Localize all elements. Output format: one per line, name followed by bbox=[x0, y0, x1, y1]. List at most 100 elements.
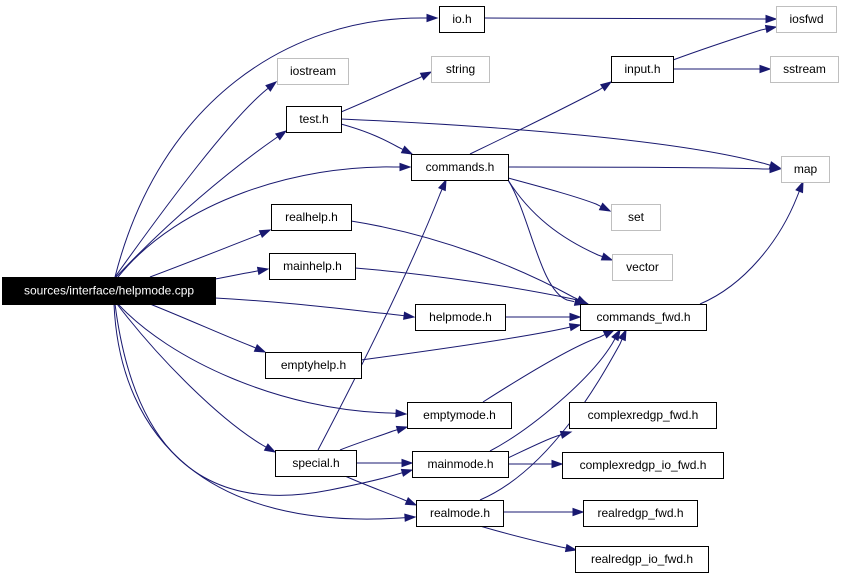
edge-line bbox=[507, 177, 602, 208]
node-box bbox=[562, 452, 724, 479]
node-box bbox=[612, 254, 673, 281]
node-test-h[interactable]: test.h bbox=[286, 106, 342, 133]
node-box bbox=[776, 6, 837, 33]
node-commands-fwd-h[interactable]: commands_fwd.h bbox=[580, 304, 707, 331]
node-set: set bbox=[611, 204, 661, 231]
edge-helpmode-cpp-to-commands-h bbox=[117, 162, 412, 278]
edge-helpmode-cpp-to-special-h bbox=[116, 303, 277, 453]
edge-line bbox=[350, 220, 579, 301]
edge-line bbox=[149, 303, 257, 349]
node-iostream: iostream bbox=[277, 58, 349, 85]
arrowhead-icon bbox=[611, 328, 621, 342]
edge-commands-h-to-input-h bbox=[469, 81, 613, 155]
edge-commands-fwd-h-to-map bbox=[699, 180, 804, 305]
node-realmode-h[interactable]: realmode.h bbox=[416, 500, 504, 527]
edge-helpmode-cpp-to-mainhelp-h bbox=[214, 266, 270, 280]
edge-commands-h-to-set bbox=[507, 177, 612, 212]
edge-helpmode-cpp-to-io-h bbox=[114, 13, 439, 278]
node-label: special.h bbox=[292, 456, 339, 470]
edge-line bbox=[672, 28, 768, 61]
edge-helpmode-cpp-to-emptymode-h bbox=[117, 303, 408, 418]
arrowhead-icon bbox=[576, 296, 590, 305]
node-commands-h[interactable]: commands.h bbox=[411, 154, 509, 181]
node-box bbox=[569, 402, 717, 429]
node-box bbox=[611, 204, 661, 231]
arrowhead-icon bbox=[404, 496, 418, 506]
node-box bbox=[407, 402, 512, 429]
node-box bbox=[583, 500, 698, 527]
node-special-h[interactable]: special.h bbox=[275, 450, 357, 477]
edge-line bbox=[482, 333, 606, 403]
node-box bbox=[269, 253, 356, 280]
edge-test-h-to-map bbox=[340, 118, 782, 170]
node-box bbox=[271, 204, 352, 231]
edge-emptyhelp-h-to-commands-fwd-h bbox=[360, 323, 582, 361]
node-box bbox=[770, 56, 839, 83]
node-label: mainhelp.h bbox=[283, 259, 342, 273]
node-complexredgp-fwd-h[interactable]: complexredgp_fwd.h bbox=[569, 402, 717, 429]
arrowhead-icon bbox=[598, 202, 612, 212]
arrowhead-icon bbox=[437, 178, 447, 192]
node-realredgp-fwd-h[interactable]: realredgp_fwd.h bbox=[583, 500, 698, 527]
edge-line bbox=[114, 17, 428, 278]
arrowhead-icon bbox=[769, 164, 782, 174]
node-label: complexredgp_fwd.h bbox=[588, 408, 699, 422]
arrowhead-icon bbox=[419, 71, 433, 81]
node-realhelp-h[interactable]: realhelp.h bbox=[271, 204, 352, 231]
node-box bbox=[412, 451, 509, 478]
node-label: realhelp.h bbox=[285, 210, 338, 224]
edge-special-h-to-commands-h bbox=[317, 178, 447, 451]
edge-line bbox=[317, 188, 443, 451]
edge-test-h-to-string bbox=[340, 71, 433, 113]
node-label: string bbox=[446, 62, 475, 76]
arrowhead-icon bbox=[599, 81, 613, 92]
node-helpmode-cpp[interactable]: sources/interface/helpmode.cpp bbox=[2, 277, 216, 305]
node-box bbox=[265, 352, 362, 379]
edge-line bbox=[483, 17, 767, 20]
edge-input-h-to-iosfwd bbox=[672, 24, 778, 61]
arrowhead-icon bbox=[600, 252, 614, 261]
edge-input-h-to-sstream bbox=[673, 64, 772, 74]
node-label: vector bbox=[626, 260, 659, 274]
arrowhead-icon bbox=[263, 443, 277, 453]
arrowhead-icon bbox=[258, 229, 272, 239]
node-label: emptyhelp.h bbox=[281, 358, 346, 372]
edges-layer bbox=[113, 13, 804, 553]
edge-line bbox=[340, 123, 404, 151]
node-label: test.h bbox=[299, 112, 328, 126]
arrowhead-icon bbox=[265, 81, 278, 92]
node-complexredgp-io-fwd-h[interactable]: complexredgp_io_fwd.h bbox=[562, 452, 724, 479]
node-input-h[interactable]: input.h bbox=[611, 56, 674, 83]
edge-special-h-to-emptymode-h bbox=[339, 425, 409, 451]
node-label: emptymode.h bbox=[423, 408, 496, 422]
node-label: realmode.h bbox=[430, 506, 490, 520]
node-label: realredgp_io_fwd.h bbox=[591, 552, 693, 566]
node-emptymode-h[interactable]: emptymode.h bbox=[407, 402, 512, 429]
edge-helpmode-cpp-to-realmode-h bbox=[113, 303, 417, 522]
arrowhead-icon bbox=[569, 312, 582, 322]
edge-helpmode-cpp-to-iostream bbox=[114, 81, 278, 278]
edge-line bbox=[113, 303, 407, 520]
node-io-h[interactable]: io.h bbox=[439, 6, 485, 33]
edge-helpmode-cpp-to-realhelp-h bbox=[149, 229, 272, 278]
node-box bbox=[611, 56, 674, 83]
edge-line bbox=[114, 303, 404, 496]
node-helpmode-h[interactable]: helpmode.h bbox=[415, 304, 506, 331]
edge-helpmode-cpp-to-emptyhelp-h bbox=[149, 303, 267, 353]
arrowhead-icon bbox=[401, 458, 414, 468]
node-mainmode-h[interactable]: mainmode.h bbox=[412, 451, 509, 478]
node-label: iosfwd bbox=[789, 12, 823, 26]
node-box bbox=[411, 154, 509, 181]
edge-line bbox=[340, 75, 425, 113]
node-box bbox=[575, 546, 709, 573]
node-box bbox=[580, 304, 707, 331]
node-box bbox=[275, 450, 357, 477]
node-label: helpmode.h bbox=[429, 310, 492, 324]
node-emptyhelp-h[interactable]: emptyhelp.h bbox=[265, 352, 362, 379]
edge-commands-h-to-vector bbox=[507, 179, 614, 261]
node-mainhelp-h[interactable]: mainhelp.h bbox=[269, 253, 356, 280]
node-realredgp-io-fwd-h[interactable]: realredgp_io_fwd.h bbox=[575, 546, 709, 573]
node-box bbox=[415, 304, 506, 331]
edge-line bbox=[117, 166, 401, 278]
edge-emptymode-h-to-commands-fwd-h bbox=[482, 329, 616, 403]
